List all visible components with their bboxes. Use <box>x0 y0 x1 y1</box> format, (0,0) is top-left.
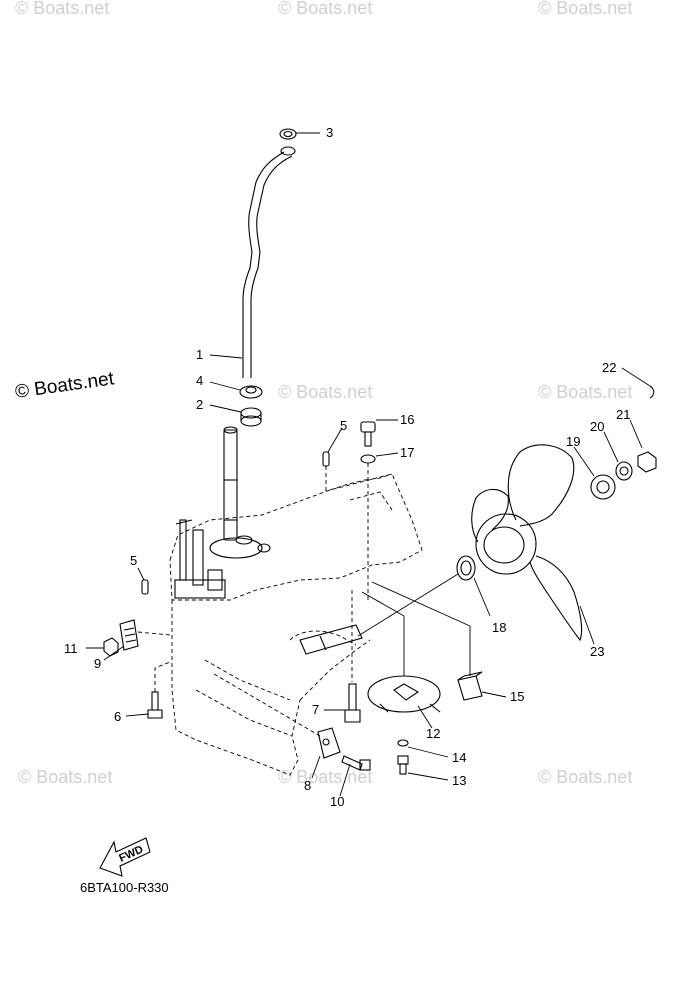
bolt-7 <box>344 683 361 723</box>
fwd-arrow-icon: FWD <box>99 837 151 877</box>
water-tube <box>242 146 296 378</box>
watermark: © Boats.net <box>278 382 372 402</box>
callout-11: 11 <box>64 641 78 656</box>
washer-17 <box>360 454 376 464</box>
watermark-layer: © Boats.net © Boats.net © Boats.net © Bo… <box>15 0 632 787</box>
callout-8: 8 <box>304 778 311 793</box>
dowel-pin-5-left <box>141 579 149 595</box>
propeller-shaft <box>299 624 363 655</box>
diagram-code: 6BTA100-R330 <box>80 880 169 895</box>
bolt-13 <box>397 755 409 775</box>
anode-15 <box>457 671 483 701</box>
watermark: © Boats.net <box>15 0 109 18</box>
callout-5-left: 5 <box>130 553 137 568</box>
watermark: © Boats.net <box>538 0 632 18</box>
fwd-label: FWD <box>117 844 145 865</box>
watermark: © Boats.net <box>538 382 632 402</box>
callout-7: 7 <box>312 702 319 717</box>
drive-shaft <box>209 426 271 559</box>
callout-1: 1 <box>196 347 203 362</box>
callout-10: 10 <box>330 794 344 809</box>
nut-11 <box>103 637 119 657</box>
anode-12 <box>367 675 441 713</box>
callout-5-upper: 5 <box>340 418 347 433</box>
leader-lines <box>86 132 651 797</box>
shift-rod <box>174 519 226 599</box>
watermark: © Boats.net <box>278 0 372 18</box>
main-watermark: © Boats.net <box>14 368 116 403</box>
callout-16: 16 <box>400 412 414 427</box>
spacer-18 <box>456 555 476 581</box>
callout-3: 3 <box>326 125 333 140</box>
bolt-6 <box>147 691 163 719</box>
callout-18: 18 <box>492 620 506 635</box>
nut-21 <box>637 451 657 473</box>
washer-3 <box>279 128 297 140</box>
washer-14 <box>397 739 409 747</box>
callout-22: 22 <box>602 360 616 375</box>
callout-20: 20 <box>590 419 604 434</box>
bolt-16 <box>360 421 376 447</box>
callout-13: 13 <box>452 773 466 788</box>
callout-23: 23 <box>590 644 604 659</box>
watermark: © Boats.net <box>538 767 632 787</box>
callout-19: 19 <box>566 434 580 449</box>
callouts: 3 1 4 2 5 16 17 5 11 9 6 7 8 10 12 14 13… <box>64 125 630 809</box>
propeller-23 <box>471 444 583 642</box>
watermark: © Boats.net <box>278 767 372 787</box>
bolt-10 <box>341 755 371 771</box>
callout-21: 21 <box>616 407 630 422</box>
callout-17: 17 <box>400 445 414 460</box>
grommet-4 <box>239 385 263 399</box>
washer-20 <box>615 461 633 481</box>
callout-9: 9 <box>94 656 101 671</box>
lower-casing <box>169 473 423 776</box>
callout-4: 4 <box>196 373 203 388</box>
callout-12: 12 <box>426 726 440 741</box>
dowel-pin-5-upper <box>322 451 330 467</box>
callout-14: 14 <box>452 750 466 765</box>
grommet-8 <box>317 727 341 759</box>
watermark: © Boats.net <box>18 767 112 787</box>
spacer-19 <box>590 474 616 500</box>
cotter-pin-22 <box>649 385 655 399</box>
plate-9 <box>119 619 139 651</box>
callout-2: 2 <box>196 397 203 412</box>
callout-6: 6 <box>114 709 121 724</box>
callout-15: 15 <box>510 689 524 704</box>
